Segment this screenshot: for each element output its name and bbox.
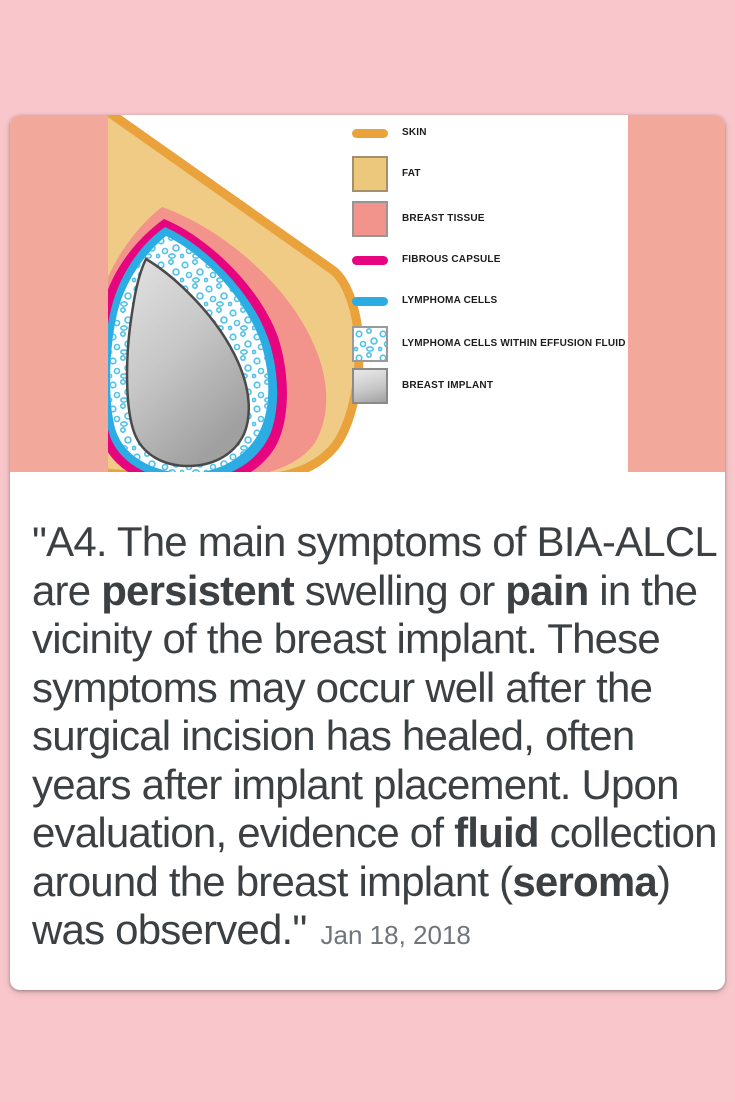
legend-swatch — [352, 368, 388, 404]
quote-bold-text: persistent — [101, 566, 295, 614]
quote-bold-text: pain — [505, 566, 589, 614]
quote-bold-text: seroma — [512, 857, 657, 905]
legend-item-skin: SKIN — [352, 115, 427, 152]
legend-label: FIBROUS CAPSULE — [402, 254, 501, 265]
legend: SKIN FAT BREAST TISSUE FIBROUS CAPSULE L… — [352, 115, 628, 472]
quote-line: "A4. The main symptoms of BIA-ALCL — [32, 518, 718, 567]
legend-item-lymphoma-cells-within-effusion-fluid: LYMPHOMA CELLS WITHIN EFFUSION FLUID — [352, 325, 626, 363]
quote-line: was observed." Jan 18, 2018 — [32, 906, 711, 960]
legend-label: SKIN — [402, 127, 427, 138]
quote-text: collection — [538, 809, 718, 856]
legend-swatch — [352, 296, 388, 306]
quote-text: are — [32, 566, 102, 614]
legend-swatch — [352, 156, 388, 192]
quote-text: around the breast implant ( — [32, 857, 513, 905]
quote-text: symptoms may occur well after the — [32, 663, 653, 711]
quote-text: was observed." — [32, 906, 307, 953]
quote-text: ) — [656, 857, 671, 905]
quote-text: vicinity of the breast implant. These — [32, 615, 661, 662]
legend-item-lymphoma-cells: LYMPHOMA CELLS — [352, 282, 497, 320]
legend-item-breast-implant: BREAST IMPLANT — [352, 367, 493, 405]
quote-line: years after implant placement. Upon — [32, 761, 711, 810]
quote-line: symptoms may occur well after the — [32, 664, 711, 713]
legend-swatch — [352, 128, 388, 138]
quote-line: are persistent swelling or pain in the — [32, 567, 711, 616]
content-card: SKIN FAT BREAST TISSUE FIBROUS CAPSULE L… — [10, 115, 725, 990]
quote-text: "A4. The main symptoms of BIA-ALCL — [32, 518, 718, 565]
legend-swatch — [352, 255, 388, 265]
breast-cross-section-diagram — [108, 115, 364, 472]
breast-implant-shape — [125, 257, 250, 468]
legend-label: LYMPHOMA CELLS — [402, 295, 498, 306]
quote-line: around the breast implant (seroma) — [32, 858, 711, 907]
legend-swatch — [352, 326, 388, 362]
legend-item-fat: FAT — [352, 155, 421, 193]
legend-label: BREAST IMPLANT — [402, 380, 494, 391]
quote-bold-text: fluid — [454, 809, 539, 856]
quote-text: surgical incision has healed, often — [32, 712, 635, 759]
figure-left-bar — [10, 115, 108, 472]
quote-text: in the — [588, 566, 698, 614]
legend-label: BREAST TISSUE — [402, 213, 485, 224]
quote-date: Jan 18, 2018 — [320, 920, 471, 950]
legend-label: FAT — [402, 168, 421, 179]
quote-text: years after implant placement. Upon — [32, 760, 679, 808]
figure-right-bar — [628, 115, 725, 472]
legend-swatch — [352, 201, 388, 237]
quote-text: swelling or — [293, 566, 506, 614]
anatomy-figure: SKIN FAT BREAST TISSUE FIBROUS CAPSULE L… — [10, 115, 725, 472]
legend-item-breast-tissue: BREAST TISSUE — [352, 200, 485, 238]
quote-block: "A4. The main symptoms of BIA-ALCL are p… — [10, 472, 725, 960]
quote-line: evaluation, evidence of fluid collection — [32, 809, 718, 858]
effusion-cells-swatch-graphic — [354, 328, 386, 360]
quote-line: vicinity of the breast implant. These — [32, 615, 711, 664]
legend-label: LYMPHOMA CELLS WITHIN EFFUSION FLUID — [402, 338, 626, 349]
quote-text: evaluation, evidence of — [32, 809, 455, 856]
quote-line: surgical incision has healed, often — [32, 712, 711, 761]
legend-item-fibrous-capsule: FIBROUS CAPSULE — [352, 241, 501, 279]
figure-canvas: SKIN FAT BREAST TISSUE FIBROUS CAPSULE L… — [108, 115, 628, 472]
